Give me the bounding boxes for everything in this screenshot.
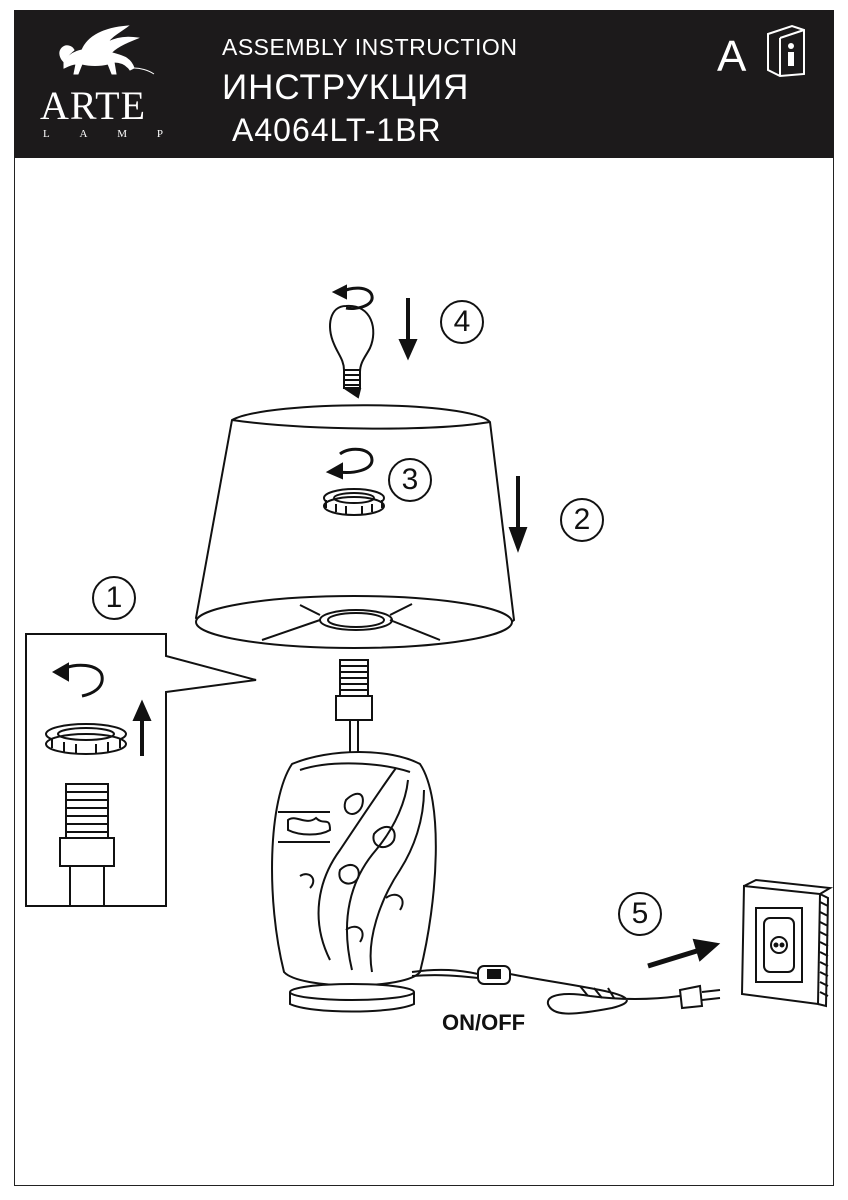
light-bulb-icon [329,304,375,399]
info-book-icon [767,24,805,78]
step-2-label: 2 [560,498,604,542]
lamp-socket [335,659,373,762]
language-code: A [717,32,747,81]
vase-base [271,751,437,1013]
right-arrow-icon [647,938,721,969]
brand-sub-letter: L [43,128,50,140]
brand-name: ARTE [40,83,147,128]
step-5-label: 5 [618,892,662,936]
power-cord [411,965,721,1015]
lampshade [194,404,516,649]
down-arrow-icon [508,476,528,553]
wall-socket-icon [740,878,834,1008]
step-1-label: 1 [92,576,136,620]
rotate-arrow-icon [331,284,374,310]
model-number: A4064LT-1BR [232,112,442,148]
shade-ring-icon [323,488,385,516]
brand-sub-letter: A [79,128,88,140]
brand-subtitle: L A M P [43,128,163,140]
step-3-label: 3 [388,458,432,502]
lion-logo-icon [59,25,155,75]
switch-label: ON/OFF [442,1010,526,1035]
brand-sub-letter: P [156,128,163,140]
rotate-arrow-icon [325,447,374,480]
title-english: ASSEMBLY INSTRUCTION [222,34,518,60]
title-russian: ИНСТРУКЦИЯ [222,68,470,107]
brand-sub-letter: M [117,128,128,140]
step-4-label: 4 [440,300,484,344]
detail-inset [25,633,257,907]
header-bar [14,10,834,158]
down-arrow-icon [398,298,418,361]
